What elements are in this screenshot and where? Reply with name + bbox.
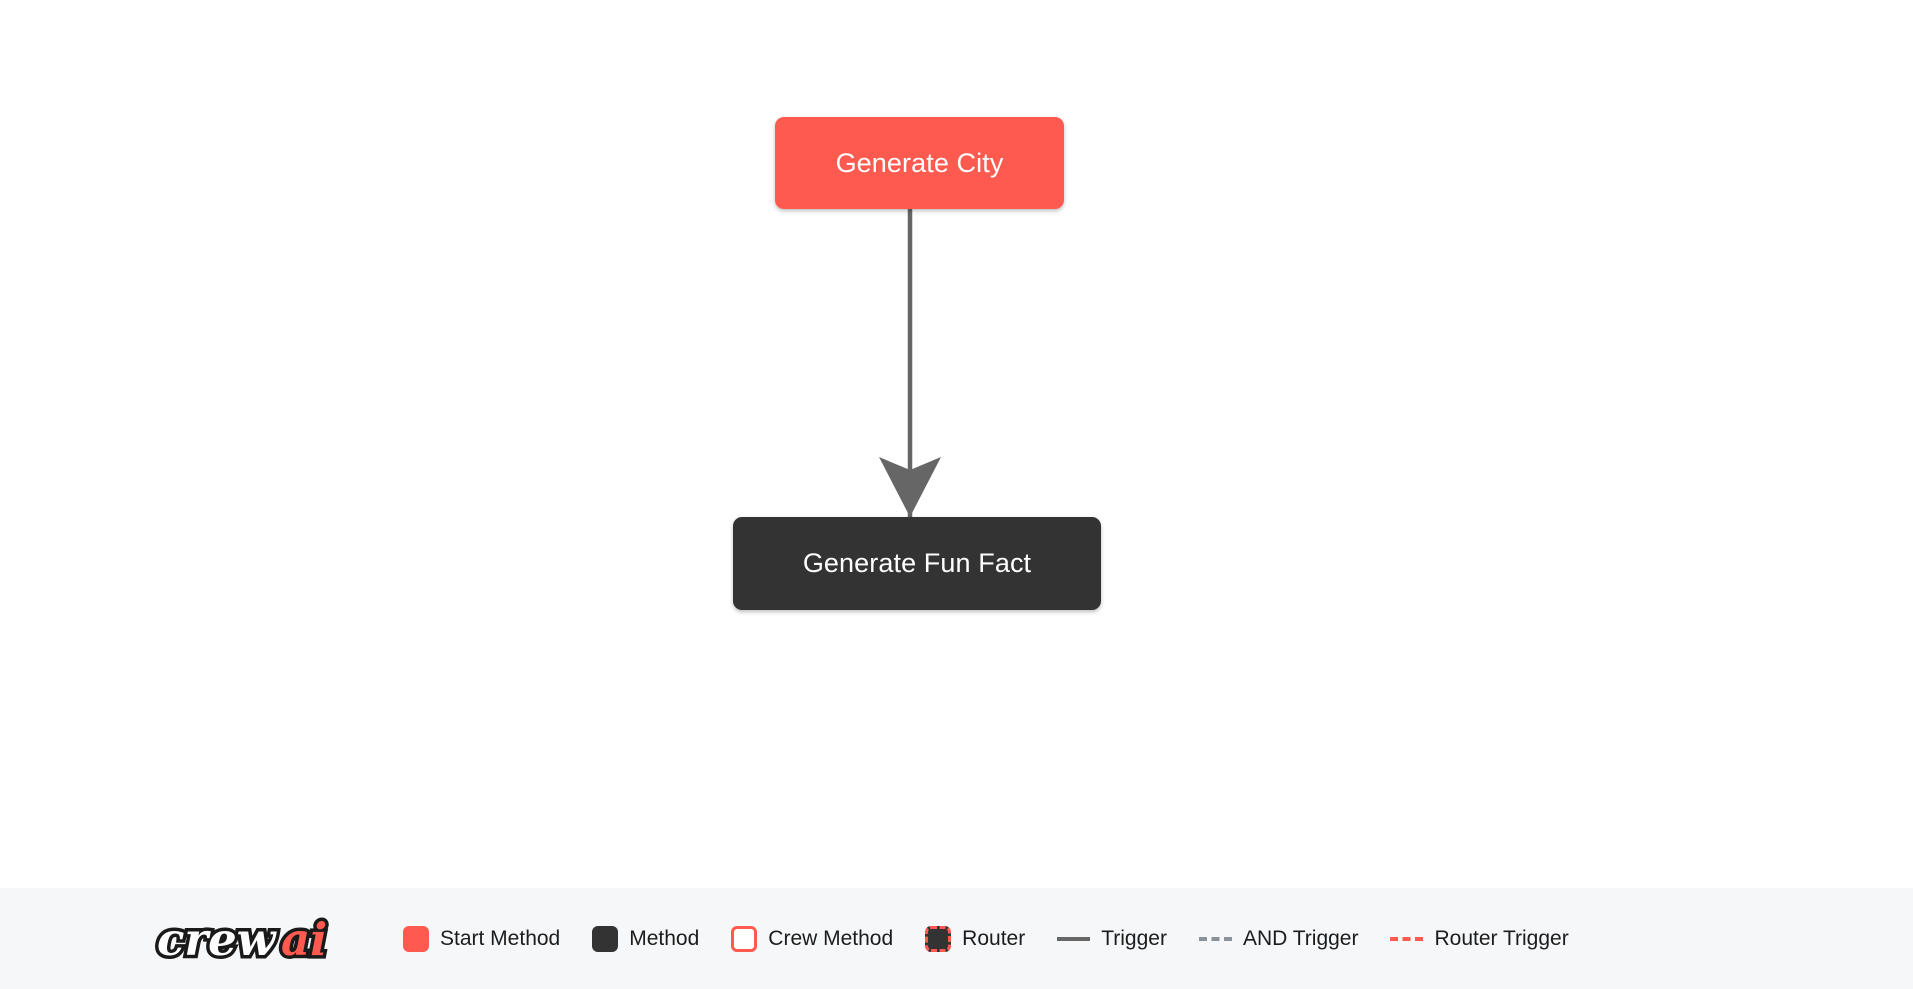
legend-item-start-method: Start Method [403,925,561,952]
flow-node-generate-city[interactable]: Generate City [775,117,1064,209]
crewai-logo: crew ai [155,909,331,969]
crew-method-swatch-icon [731,925,758,952]
flow-canvas[interactable]: Generate City Generate Fun Fact [0,0,1913,888]
legend-item-trigger: Trigger [1057,928,1167,949]
legend-label: AND Trigger [1242,927,1359,950]
trigger-line-icon [1057,936,1091,941]
flow-node-generate-fun-fact[interactable]: Generate Fun Fact [733,517,1101,610]
legend-bar: crew ai Start Method Method Crew Method … [0,888,1913,989]
edge-arrowhead [879,457,941,517]
legend-label: Router Trigger [1434,927,1569,950]
legend-label: Router [962,927,1026,950]
legend-item-crew-method: Crew Method [731,925,894,952]
legend-label: Crew Method [768,927,894,950]
and-trigger-line-icon [1198,936,1232,941]
legend-label: Trigger [1101,927,1167,950]
legend-item-router: Router [925,925,1026,952]
method-swatch-icon [592,925,619,952]
start-method-swatch-icon [403,925,429,952]
router-swatch-icon [925,925,952,952]
flow-node-label: Generate City [835,147,1004,178]
crewai-logo-ai: ai [281,913,327,966]
legend-item-and-trigger: AND Trigger [1198,927,1359,950]
legend-label: Method [629,927,700,950]
crewai-logo-crew: crew [157,913,278,966]
legend-item-method: Method [592,925,700,952]
edge-city-to-fun-fact [879,209,941,517]
router-trigger-line-icon [1390,936,1424,941]
legend-label: Start Method [440,927,561,950]
flow-node-label: Generate Fun Fact [802,548,1032,578]
legend-item-router-trigger: Router Trigger [1390,927,1569,950]
